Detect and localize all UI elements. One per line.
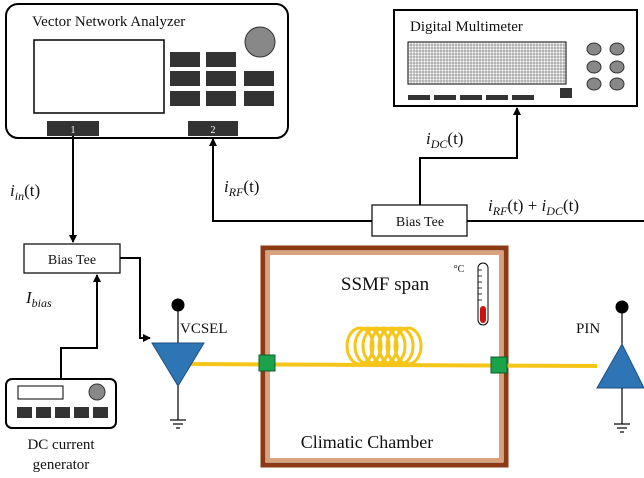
connector-left xyxy=(258,354,276,372)
fiber-spool-icon xyxy=(345,326,423,366)
label-i-dc: iDC(t) xyxy=(426,129,463,151)
wire-dc-to-bias-tee xyxy=(60,274,101,379)
vna-port-2 xyxy=(188,121,238,136)
wire-bias-tee-to-dmm xyxy=(419,107,521,205)
dmm-buttons xyxy=(408,88,572,100)
thermo-unit: °C xyxy=(454,264,465,275)
bias-tee-left: Bias Tee xyxy=(23,243,121,274)
climatic-chamber: Climatic Chamber SSMF span °C xyxy=(260,245,509,468)
vna-port-1-label: 1 xyxy=(71,125,76,136)
pin-label: PIN xyxy=(576,321,600,337)
vcsel: VCSEL xyxy=(151,298,228,429)
dmm-title: Digital Multimeter xyxy=(410,19,523,35)
dc-current-generator: DC current generator xyxy=(5,378,117,473)
label-i-in: iin(t) xyxy=(10,181,40,203)
connector-right xyxy=(490,356,508,374)
vna-knob xyxy=(244,26,276,58)
wiring xyxy=(60,107,644,379)
vcsel-ground-icon xyxy=(170,419,186,429)
dc-label-line1: DC current xyxy=(27,437,95,453)
chamber-label: Climatic Chamber xyxy=(301,432,433,452)
dc-label-line2: generator xyxy=(33,457,90,473)
vector-network-analyzer: Vector Network Analyzer 1 2 xyxy=(5,3,289,139)
vna-keypad xyxy=(170,52,274,106)
bias-tee-left-label: Bias Tee xyxy=(48,253,96,268)
digital-multimeter: Digital Multimeter xyxy=(393,9,638,107)
vcsel-triangle-icon xyxy=(151,342,205,387)
dmm-knobs xyxy=(586,42,625,91)
vna-title: Vector Network Analyzer xyxy=(32,14,185,30)
vna-screen xyxy=(33,39,165,114)
dmm-display-grid xyxy=(408,42,566,84)
pin-bias-node xyxy=(615,300,629,314)
chamber-inner-wall xyxy=(266,251,503,462)
label-i-rf: iRF(t) xyxy=(224,177,259,199)
label-i-rf-plus-dc: iRF(t) + iDC(t) xyxy=(488,196,579,218)
vcsel-label: VCSEL xyxy=(180,321,228,337)
vcsel-bias-node xyxy=(171,298,185,312)
dc-knob xyxy=(88,383,106,401)
thermometer-icon: °C xyxy=(454,262,489,326)
wire-bias-tee-to-vna xyxy=(209,138,372,222)
bias-tee-right-label: Bias Tee xyxy=(396,215,444,230)
pin-ground-icon xyxy=(614,423,630,433)
label-i-bias: Ibias xyxy=(25,288,52,310)
bias-tee-right: Bias Tee xyxy=(371,204,468,237)
dc-display xyxy=(17,385,64,400)
dc-buttons xyxy=(17,407,108,418)
optical-fiber xyxy=(187,326,598,374)
wire-bias-tee-to-vcsel xyxy=(120,257,151,342)
fiber-span-label: SSMF span xyxy=(341,274,430,295)
vna-port-2-label: 2 xyxy=(211,125,216,136)
vna-port-1 xyxy=(47,121,99,136)
pin-triangle-icon xyxy=(596,342,644,389)
pin-photodiode: PIN xyxy=(576,300,644,433)
